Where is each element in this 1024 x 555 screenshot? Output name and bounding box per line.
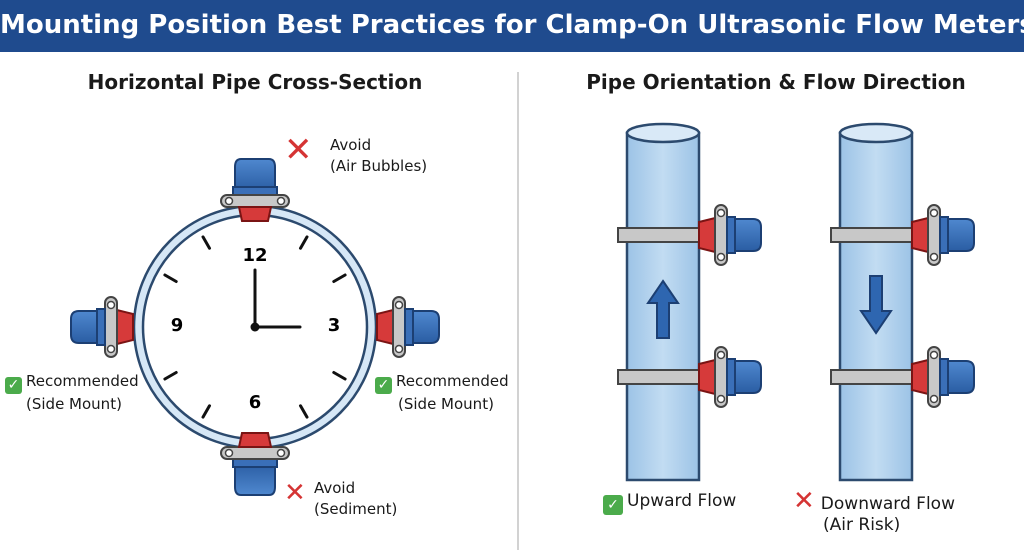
check-mark-icon: ✓ [603, 495, 623, 515]
clock-number-12: 12 [242, 245, 267, 266]
check-mark-icon: ✓ [5, 377, 22, 394]
bottom-avoid-marker: ✕ [284, 478, 306, 508]
arrow-down-icon [859, 275, 893, 335]
x-mark-icon: ✕ [284, 130, 313, 170]
transducer-downward-top [911, 204, 975, 266]
bottom-position-label: Avoid (Sediment) [314, 479, 398, 518]
right-section-title: Pipe Orientation & Flow Direction [586, 70, 966, 94]
clamp-straps [617, 227, 928, 385]
transducer-left [70, 296, 134, 358]
clock-number-3: 3 [328, 315, 341, 336]
x-mark-icon: ✕ [284, 478, 306, 508]
x-mark-icon: ✕ [793, 486, 815, 516]
page-title: Mounting Position Best Practices for Cla… [0, 10, 1024, 40]
top-position-label: Avoid (Air Bubbles) [330, 136, 428, 175]
check-mark-icon: ✓ [375, 377, 392, 394]
downward-flow-label: ✕Downward Flow (Air Risk) [793, 486, 955, 535]
clock-hands [253, 268, 302, 329]
left-section-title: Horizontal Pipe Cross-Section [87, 70, 423, 94]
transducer-upward-bottom [698, 346, 762, 408]
upward-flow-label: ✓Upward Flow [603, 491, 736, 515]
arrow-up-icon [646, 279, 680, 339]
transducer-downward-bottom [911, 346, 975, 408]
clock-center [250, 322, 260, 332]
transducer-right [376, 296, 440, 358]
clock-number-6: 6 [249, 392, 262, 413]
clock-ticks [163, 235, 347, 419]
transducer-upward-top [698, 204, 762, 266]
panel-divider [517, 72, 519, 550]
right-position-label: ✓Recommended (Side Mount) [375, 371, 509, 415]
clock-number-9: 9 [171, 315, 184, 336]
title-banner [0, 0, 1024, 52]
left-position-label: ✓Recommended (Side Mount) [5, 371, 139, 415]
